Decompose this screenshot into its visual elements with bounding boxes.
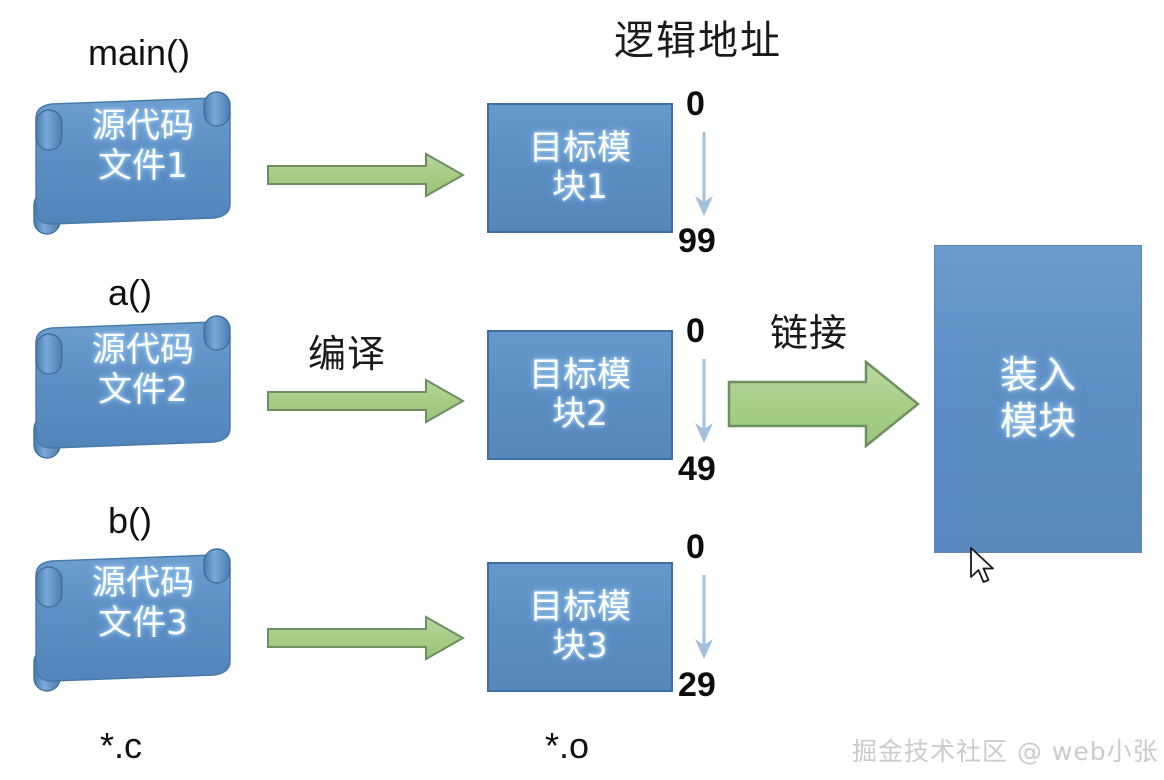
address-start-1: 0 — [686, 85, 705, 123]
load-module-box-text: 装入模块 — [999, 353, 1076, 443]
page-title: 逻辑地址 — [614, 18, 782, 64]
source-file-scroll-3[interactable]: 源代码文件3 — [18, 545, 240, 693]
load-module-box[interactable]: 装入模块 — [934, 245, 1142, 553]
source-file-scroll-2[interactable]: 源代码文件2 — [18, 312, 240, 460]
function-label-a: a() — [108, 272, 152, 313]
link-arrow — [727, 359, 920, 449]
address-range-arrow-3 — [695, 575, 713, 659]
address-end-3: 29 — [678, 666, 716, 704]
scroll-icon — [33, 548, 231, 692]
target-module-box-2[interactable]: 目标模块2 — [487, 330, 673, 460]
address-end-1: 99 — [678, 222, 716, 260]
address-range-arrow-2 — [695, 359, 713, 443]
address-end-2: 49 — [678, 450, 716, 488]
watermark: 掘金技术社区 @ web小张 — [852, 737, 1159, 766]
compile-arrow-3 — [267, 615, 466, 661]
target-module-box-2-text: 目标模块2 — [529, 354, 631, 434]
target-module-box-1-text: 目标模块1 — [529, 127, 631, 207]
address-start-3: 0 — [686, 528, 705, 566]
address-start-2: 0 — [686, 312, 705, 350]
target-module-box-3-text: 目标模块3 — [529, 586, 631, 666]
compile-arrow-2 — [267, 378, 466, 424]
object-extension-label: *.o — [545, 725, 590, 766]
scroll-icon — [33, 91, 231, 235]
function-label-main: main() — [88, 32, 191, 73]
target-module-box-3[interactable]: 目标模块3 — [487, 562, 673, 692]
scroll-icon — [33, 315, 231, 459]
link-label: 链接 — [770, 311, 849, 355]
function-label-b: b() — [108, 500, 152, 541]
source-file-scroll-1[interactable]: 源代码文件1 — [18, 88, 240, 236]
source-extension-label: *.c — [100, 725, 143, 766]
address-range-arrow-1 — [695, 132, 713, 216]
compile-arrow-1 — [267, 152, 466, 198]
compile-label: 编译 — [308, 332, 387, 376]
target-module-box-1[interactable]: 目标模块1 — [487, 103, 673, 233]
